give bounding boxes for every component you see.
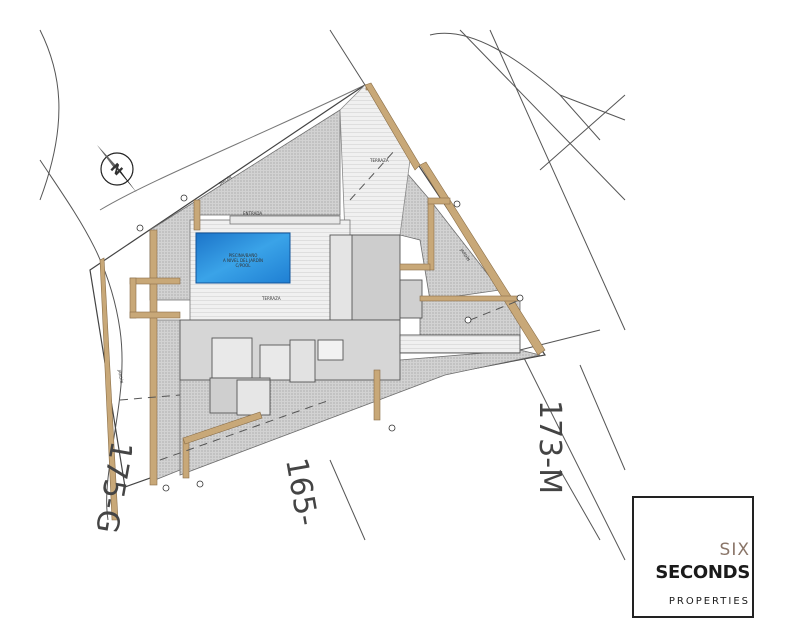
pool-label-line-2: A NIVEL DEL JARDÍN bbox=[223, 258, 263, 263]
north-arrow-icon: N bbox=[97, 145, 137, 193]
setback-lines bbox=[119, 149, 521, 461]
house-footprint bbox=[179, 234, 521, 416]
swimming-pool: PISCINA/BAÑO A NIVEL DEL JARDÍN C/POOL bbox=[195, 232, 291, 284]
logo-line-seconds: SECONDS bbox=[655, 562, 750, 583]
contour-lines bbox=[39, 29, 626, 561]
logo-line-six: SIX bbox=[719, 540, 750, 560]
six-seconds-logo: SIX SECONDS PROPERTIES bbox=[632, 496, 754, 618]
plot-label-175g: 175-G bbox=[88, 439, 139, 536]
annotation-1: TERRAZA bbox=[369, 158, 389, 163]
annotation-2: TERRAZA bbox=[261, 296, 281, 301]
annotation-5: JARDÍN bbox=[117, 368, 125, 384]
plot-label-165: 165- bbox=[278, 455, 324, 528]
logo-line-properties: PROPERTIES bbox=[668, 596, 750, 607]
plot-label-173m: 173-M bbox=[532, 400, 567, 494]
stone-walls bbox=[99, 82, 546, 521]
annotation-6: ENTRADA bbox=[243, 211, 262, 216]
pool-label-line-3: C/POOL bbox=[235, 263, 251, 268]
survey-markers bbox=[136, 194, 524, 492]
pool-label-line-1: PISCINA/BAÑO bbox=[229, 253, 258, 258]
annotation-3: JARDÍN bbox=[217, 175, 232, 187]
